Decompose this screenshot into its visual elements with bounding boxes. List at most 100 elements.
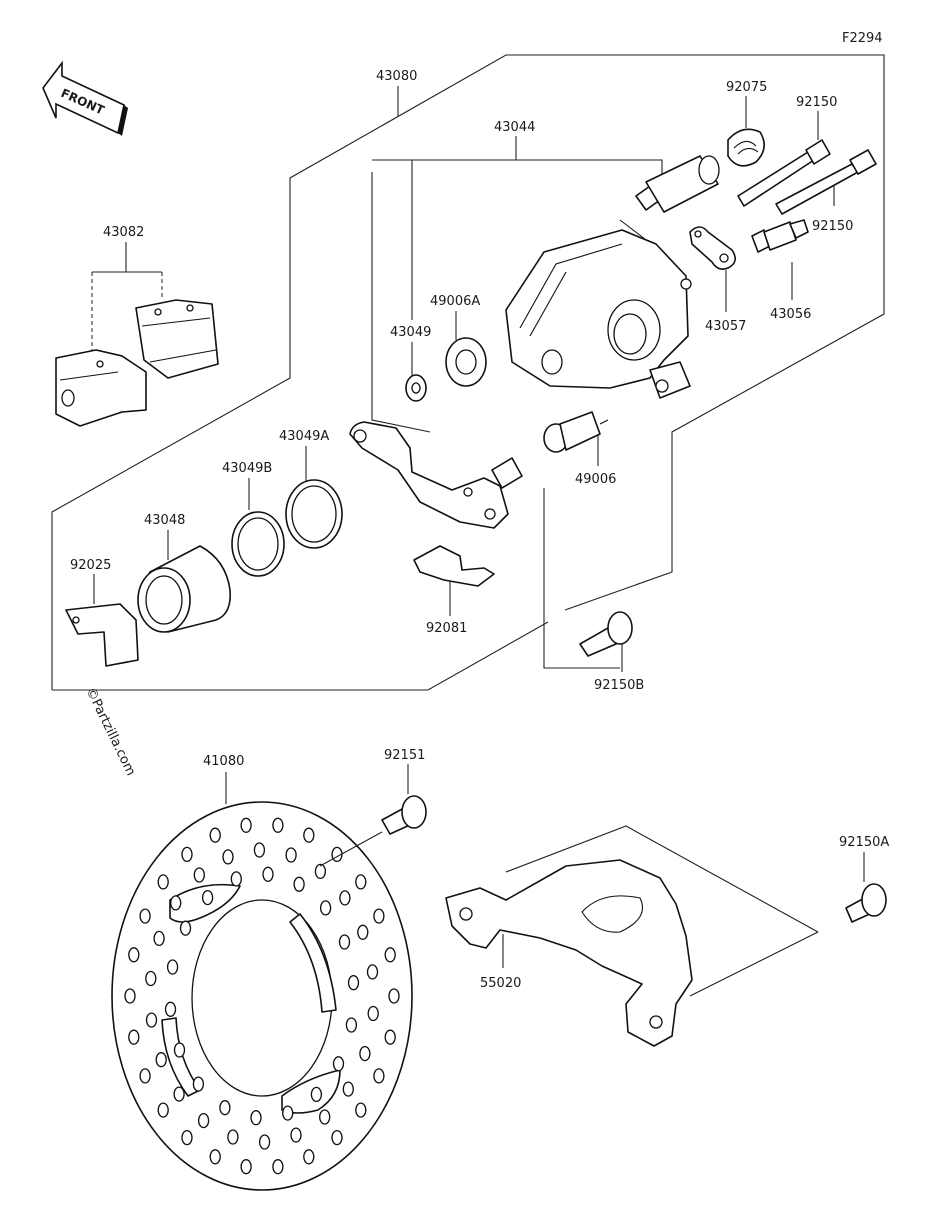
caliper-slide-pin [635,155,720,213]
label-43049A: 43049A [279,429,329,444]
disc-vent-hole [285,847,297,863]
label-43080: 43080 [376,69,417,84]
disc-vent-hole [155,1052,167,1068]
label-92150-top: 92150 [796,95,837,110]
disc-vent-hole [357,924,369,940]
disc-vent-hole [290,1127,302,1143]
disc-vent-hole [355,874,367,890]
disc-vent-hole [347,975,360,991]
disc-vent-hole [128,1029,140,1045]
disc-vent-hole [181,1129,193,1146]
disc-vent-hole [338,934,351,950]
disc-vent-hole [139,908,151,924]
disc-vent-hole [170,895,182,911]
label-43056: 43056 [770,307,811,322]
disc-vent-hole [193,867,205,883]
label-43044: 43044 [494,120,535,135]
disc-vent-hole [314,863,327,880]
disc-vent-hole [157,874,169,890]
piston-43048 [137,545,232,633]
assembly-43080-outline [51,54,885,690]
disc-vent-hole [373,908,385,924]
bolt-92150B [579,611,633,657]
disc-vent-hole [331,1129,343,1146]
clip-92025 [65,603,139,667]
disc-vent-hole [164,1001,177,1017]
leader-92150B-frame [543,488,620,669]
bolt-92150A [845,883,887,923]
label-92150-mid: 92150 [812,219,853,234]
disc-vent-hole [230,871,242,887]
disc-bolt-92151 [319,795,427,867]
brake-pad-rear [135,299,219,379]
disc-vent-hole [179,920,192,936]
disc-vent-hole [367,1005,379,1022]
disc-vent-hole [124,988,136,1004]
disc-vent-hole [219,1100,231,1116]
label-43057: 43057 [705,319,746,334]
leader-55020-frame-top [505,825,819,933]
disc-vent-hole [181,846,193,863]
label-92075: 92075 [726,80,767,95]
ring-43049A [285,479,343,549]
disc-vent-hole [384,1029,396,1045]
label-49006A: 49006A [430,294,480,309]
disc-vent-hole [173,1086,185,1102]
bolt-49006 [543,411,609,453]
bleeder-43056 [751,219,809,253]
disc-vent-hole [145,970,157,987]
disc-vent-hole [303,1149,315,1165]
disc-vent-hole [303,827,315,843]
disc-vent-hole [145,1012,158,1028]
disc-vent-hole [345,1017,358,1033]
label-92025: 92025 [70,558,111,573]
caliper-bracket [349,421,523,529]
disc-vent-hole [332,1056,345,1072]
label-43049B: 43049B [222,461,272,476]
caliper-body [505,229,692,399]
disc-vent-hole [310,1086,323,1103]
disc-vent-hole [262,866,274,882]
disc-vent-holes [124,817,400,1175]
watermark-text: ©Partzilla.com [82,685,138,778]
leader-disc-bolt [319,831,383,867]
label-43048: 43048 [144,513,185,528]
disc-vent-hole [258,1134,271,1150]
disc-vent-hole [166,959,179,975]
label-92081: 92081 [426,621,467,636]
disc-vent-hole [253,842,266,858]
disc-vent-hole [373,1068,385,1084]
leader-43044-left [371,172,431,433]
label-43082: 43082 [103,225,144,240]
diagram-code: F2294 [842,31,883,46]
disc-vent-hole [201,889,214,906]
disc-vent-hole [139,1068,151,1084]
disc-vent-hole [250,1110,262,1126]
disc-vent-hole [359,1045,371,1062]
disc-vent-hole [227,1129,239,1145]
leader-43082-a [92,242,127,273]
brake-disc-41080 [111,801,413,1191]
label-43049: 43049 [390,325,431,340]
disc-vent-hole [209,1149,221,1165]
label-55020: 55020 [480,976,521,991]
disc-vent-hole [240,817,252,833]
disc-vent-hole [157,1102,169,1118]
disc-vent-hole [272,817,284,833]
disc-vent-hole [282,1105,294,1121]
disc-vent-hole [319,900,332,916]
link-43057 [689,226,736,270]
disc-vent-hole [173,1042,186,1058]
front-arrow-icon: FRONT [42,60,128,136]
disc-vent-hole [342,1081,354,1097]
label-49006: 49006 [575,472,616,487]
label-92150B: 92150B [594,678,644,693]
label-41080: 41080 [203,754,244,769]
leader-55020-frame-bottom [689,931,819,997]
disc-vent-hole [128,947,140,963]
slide-pin-92150-mid [775,149,877,215]
disc-vent-hole [366,964,379,980]
disc-vent-hole [209,827,221,843]
